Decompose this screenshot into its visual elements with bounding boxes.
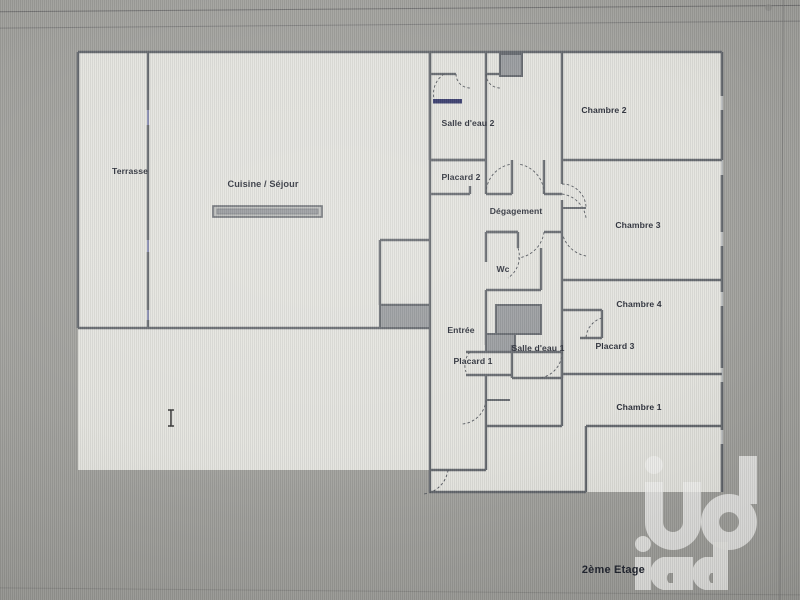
room-label-cuisine: Cuisine / Séjour bbox=[227, 179, 298, 189]
room-label-terrasse: Terrasse bbox=[112, 166, 148, 176]
placard-1-walls bbox=[466, 350, 486, 377]
room-label-placard-3: Placard 3 bbox=[595, 341, 634, 351]
kitchen-counter bbox=[212, 205, 323, 218]
salle-eau-1-walls bbox=[486, 340, 564, 380]
floor-level-label: 2ème Etage bbox=[581, 564, 645, 576]
chambre-2-walls bbox=[560, 52, 722, 162]
structural-block-sejour bbox=[379, 304, 431, 329]
door-arc-wc bbox=[507, 247, 520, 279]
room-label-salle-eau-2: Salle d'eau 2 bbox=[441, 118, 494, 128]
shower-fixture bbox=[433, 99, 462, 104]
wc-walls bbox=[486, 230, 543, 292]
door-arcs-degagement bbox=[485, 163, 587, 259]
door-arc-placard-1 bbox=[464, 351, 471, 373]
room-label-chambre-1: Chambre 1 bbox=[616, 402, 661, 412]
room-label-chambre-3: Chambre 3 bbox=[615, 220, 660, 230]
room-label-placard-2: Placard 2 bbox=[441, 172, 480, 182]
structural-block-entry bbox=[485, 304, 542, 353]
room-label-entree: Entrée bbox=[447, 325, 474, 335]
door-arc-placard-3 bbox=[585, 317, 603, 339]
exterior-walls bbox=[76, 50, 724, 492]
room-label-salle-eau-1: Salle d'eau 1 bbox=[511, 343, 564, 353]
structural-block-top bbox=[499, 53, 523, 77]
room-label-degagement: Dégagement bbox=[490, 206, 543, 216]
room-label-placard-1: Placard 1 bbox=[453, 356, 492, 366]
room-label-chambre-2: Chambre 2 bbox=[581, 105, 626, 115]
chambre-3-walls bbox=[560, 160, 722, 282]
room-label-wc: Wc bbox=[496, 264, 509, 274]
chambre-1-walls bbox=[430, 374, 722, 494]
room-labels: Terrasse Cuisine / Séjour Salle d'eau 2 … bbox=[112, 105, 662, 412]
text-ibeam-cursor bbox=[166, 408, 176, 428]
door-arcs-salle-eau-2 bbox=[433, 73, 501, 100]
placard-2-walls bbox=[430, 158, 486, 196]
room-label-chambre-4: Chambre 4 bbox=[616, 299, 661, 309]
